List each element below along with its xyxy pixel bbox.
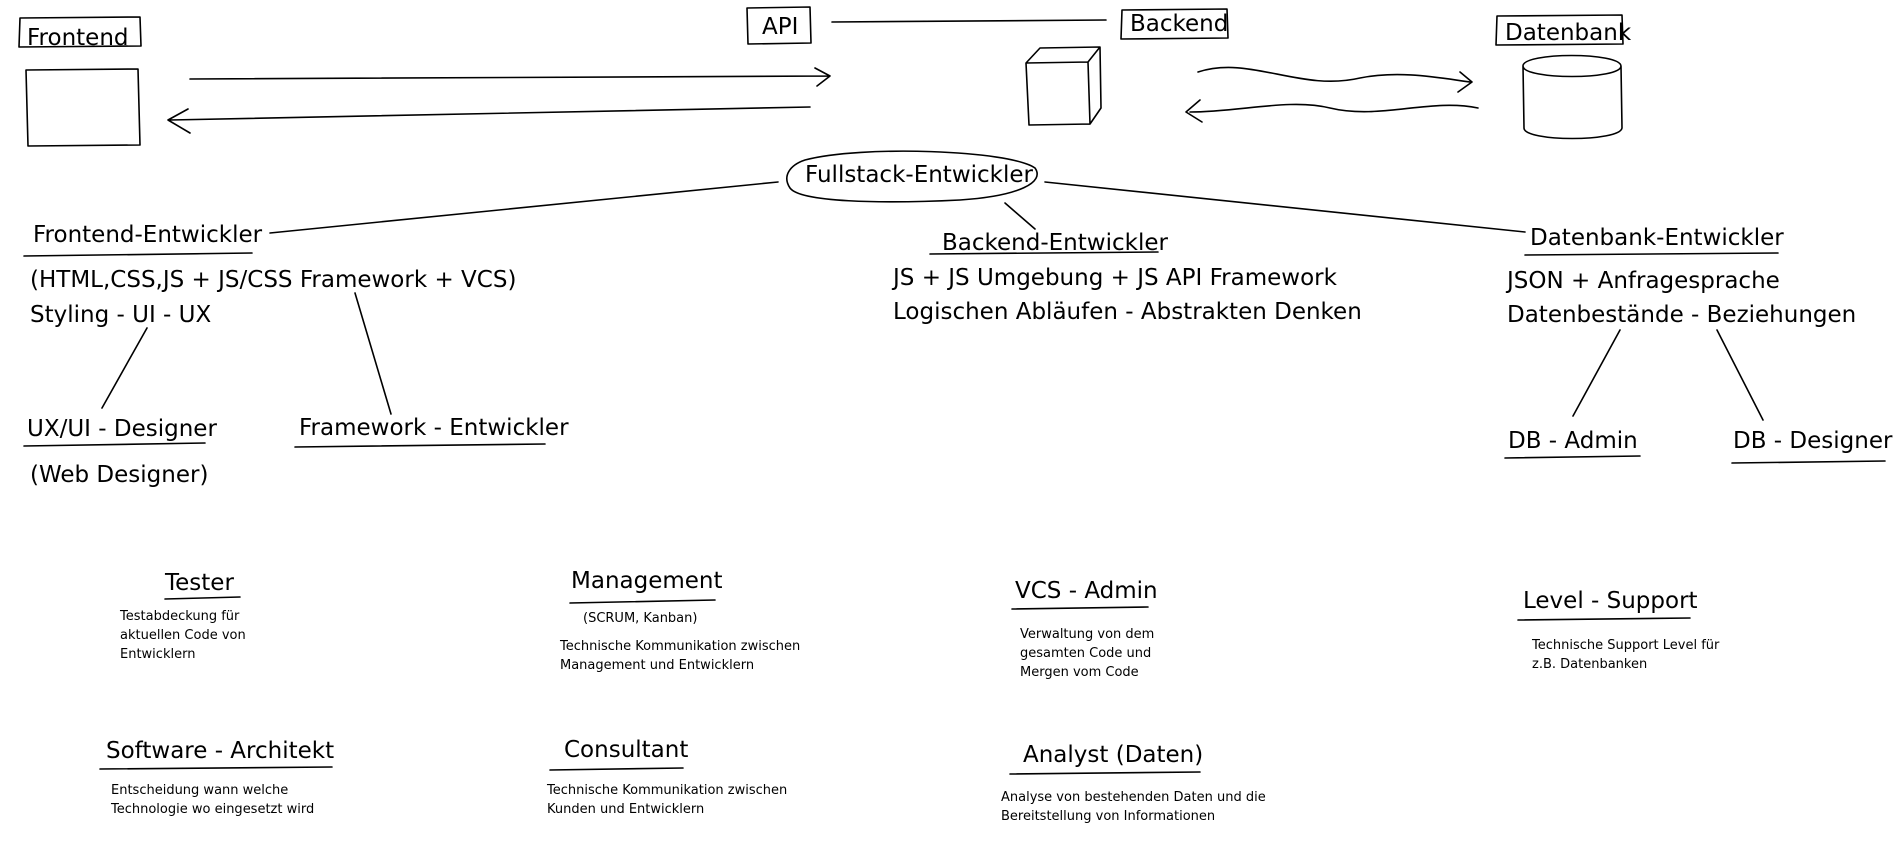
underline-framework-dev: [294, 443, 546, 448]
management-title: Management: [571, 568, 723, 594]
underline-vcs-admin: [1011, 606, 1149, 610]
framework-dev-title: Framework - Entwickler: [299, 415, 569, 441]
analyst-title: Analyst (Daten): [1023, 742, 1204, 768]
db-dev-focus: Datenbestände - Beziehungen: [1507, 302, 1857, 328]
line-ux-designer: [101, 327, 148, 409]
line-fullstack-frontend-dev: [269, 181, 779, 234]
api-backend-line: [831, 19, 1107, 23]
frontend-label-box: [18, 16, 142, 48]
underline-db-dev: [1524, 252, 1779, 256]
level-support-desc: Technische Support Level für z.B. Datenb…: [1532, 638, 1720, 672]
line-db-admin: [1572, 329, 1621, 417]
backend-label: Backend: [1130, 11, 1229, 37]
datenbank-cylinder-shape: [1522, 54, 1623, 140]
arrow-to-datenbank: [1197, 66, 1473, 93]
frontend-box-shape: [25, 68, 141, 147]
underline-ux-designer: [23, 442, 206, 447]
web-designer-note: (Web Designer): [30, 462, 209, 488]
arrow-to-api: [189, 67, 831, 87]
fullstack-label: Fullstack-Entwickler: [805, 162, 1033, 188]
datenbank-label: Datenbank: [1505, 20, 1632, 46]
backend-label-box: [1120, 8, 1229, 40]
underline-db-admin: [1504, 455, 1641, 459]
underline-management: [569, 599, 716, 604]
underline-analyst: [1009, 771, 1201, 775]
tester-desc: Testabdeckung für aktuellen Code von Ent…: [120, 609, 246, 662]
db-designer-title: DB - Designer: [1733, 428, 1893, 454]
line-framework-dev: [354, 292, 392, 415]
datenbank-label-box: [1495, 14, 1624, 46]
vcs-admin-title: VCS - Admin: [1015, 578, 1158, 604]
consultant-desc: Technische Kommunikation zwischen Kunden…: [547, 783, 788, 817]
backend-dev-focus: Logischen Abläufen - Abstrakten Denken: [893, 299, 1362, 325]
backend-cube-shape: [1025, 46, 1102, 126]
backend-dev-title: Backend-Entwickler: [942, 230, 1168, 256]
line-fullstack-db-dev: [1044, 181, 1526, 233]
backend-dev-skills: JS + JS Umgebung + JS API Framework: [893, 265, 1337, 291]
underline-tester: [164, 596, 241, 600]
db-dev-title: Datenbank-Entwickler: [1530, 225, 1784, 251]
ux-designer-title: UX/UI - Designer: [27, 416, 217, 442]
management-desc: Technische Kommunikation zwischen Manage…: [560, 639, 801, 673]
underline-consultant: [549, 767, 684, 771]
underline-backend-dev: [929, 251, 1159, 255]
fullstack-ellipse: [786, 150, 1038, 203]
consultant-title: Consultant: [564, 737, 689, 763]
tester-title: Tester: [165, 570, 234, 596]
frontend-label: Frontend: [27, 25, 129, 51]
api-label: API: [762, 14, 799, 40]
arrow-to-frontend: [167, 106, 811, 134]
frontend-dev-title: Frontend-Entwickler: [33, 222, 263, 248]
line-db-designer: [1716, 329, 1764, 421]
db-admin-title: DB - Admin: [1508, 428, 1638, 454]
frontend-dev-focus: Styling - UI - UX: [30, 302, 212, 328]
level-support-title: Level - Support: [1523, 588, 1698, 614]
underline-architekt: [99, 766, 333, 770]
management-sub: (SCRUM, Kanban): [583, 611, 698, 626]
db-dev-skills: JSON + Anfragesprache: [1507, 268, 1780, 294]
line-fullstack-backend-dev: [1004, 202, 1036, 230]
arrow-to-backend: [1185, 99, 1479, 123]
architekt-desc: Entscheidung wann welche Technologie wo …: [111, 783, 315, 817]
underline-frontend-dev: [23, 252, 253, 257]
analyst-desc: Analyse von bestehenden Daten und die Be…: [1001, 790, 1266, 824]
underline-db-designer: [1731, 460, 1886, 464]
api-label-box: [746, 6, 812, 45]
underline-level-support: [1517, 617, 1691, 621]
frontend-dev-skills: (HTML,CSS,JS + JS/CSS Framework + VCS): [30, 267, 517, 293]
vcs-admin-desc: Verwaltung von dem gesamten Code und Mer…: [1020, 627, 1155, 680]
architekt-title: Software - Architekt: [106, 738, 335, 764]
